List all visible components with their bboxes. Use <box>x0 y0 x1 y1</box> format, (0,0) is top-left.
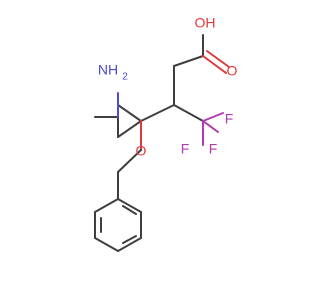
ring-bond-4 <box>94 237 119 252</box>
ring-bond-3 <box>117 237 142 252</box>
fluorine-3-label: F <box>209 141 218 157</box>
hydroxyl-label: OH <box>195 15 216 31</box>
bond-c2-c3 <box>117 120 142 138</box>
ether-oxygen-label: O <box>136 143 147 159</box>
bond-o-benzyl-ch2 <box>117 149 142 173</box>
bonds <box>94 34 230 200</box>
bond-cf3-f2 <box>202 112 224 122</box>
bond-cf3-f3 <box>202 120 219 133</box>
bond-c2-c4 <box>140 104 175 122</box>
carbonyl-oxygen-label: O <box>227 63 238 79</box>
fluorine-1-label: F <box>181 141 190 157</box>
atom-labels: OH O NH 2 O F F F <box>98 15 238 159</box>
molecule-structure-diagram: OH O NH 2 O F F F <box>94 15 238 252</box>
ring-bond-6 <box>94 198 119 213</box>
amine-label: NH <box>98 62 118 78</box>
ring-inner-bond-1 <box>122 205 137 215</box>
fluorine-2-label: F <box>225 111 234 127</box>
bond-ch2-carboxyl-c <box>173 55 204 67</box>
bond-c1-c2 <box>117 104 142 122</box>
bond-carbonyl-double-1 <box>202 55 227 74</box>
benzene-ring <box>94 198 142 252</box>
bond-c4-cf3 <box>173 104 204 122</box>
ring-inner-bond-2 <box>122 235 137 244</box>
ring-bond-1 <box>117 198 142 213</box>
bond-carbonyl-double-2 <box>206 50 230 68</box>
amine-subscript: 2 <box>122 72 128 83</box>
